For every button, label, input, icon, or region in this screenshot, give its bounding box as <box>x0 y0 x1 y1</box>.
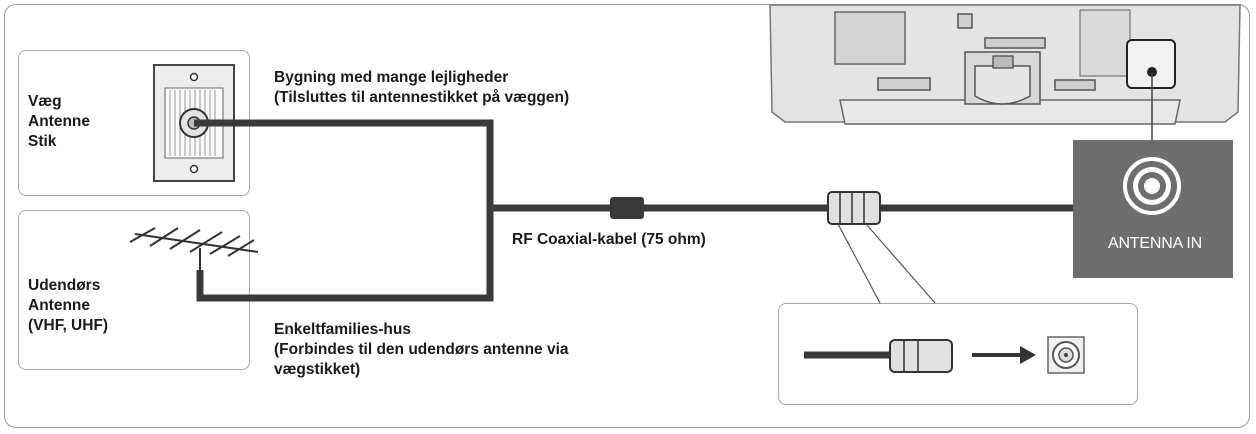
tv-back-icon <box>769 4 1241 125</box>
label-line: Enkeltfamilies-hus <box>274 321 411 338</box>
arrow-right-icon <box>972 346 1036 364</box>
label-line: Væg <box>28 93 62 110</box>
ferrite-core-icon <box>610 197 644 219</box>
label-line: (Forbindes til den udendørs antenne via <box>274 341 569 358</box>
house-label: Enkeltfamilies-hus (Forbindes til den ud… <box>274 320 569 380</box>
apartment-label: Bygning med mange lejligheder (Tilslutte… <box>274 68 569 108</box>
connector-closeup-icon <box>889 339 953 373</box>
antenna-jack-icon <box>1047 336 1085 374</box>
label-line: (Tilsluttes til antennestikket på væggen… <box>274 89 570 106</box>
wall-antenna-label: Væg Antenne Stik <box>28 92 90 152</box>
label-line: Antenne <box>28 113 90 130</box>
coax-cable <box>194 119 1073 302</box>
label-line: Stik <box>28 133 57 150</box>
outdoor-antenna-box <box>18 210 250 370</box>
antenna-in-label: ANTENNA IN <box>1107 235 1203 252</box>
label-line: vægstikket) <box>274 361 361 378</box>
antenna-in-panel <box>1073 140 1233 278</box>
label-line: Antenne <box>28 297 90 314</box>
f-connector-icon <box>827 191 881 225</box>
outdoor-antenna-icon <box>129 227 259 285</box>
label-line: Udendørs <box>28 277 101 294</box>
cable-label: RF Coaxial-kabel (75 ohm) <box>512 231 706 248</box>
outdoor-antenna-label: Udendørs Antenne (VHF, UHF) <box>28 276 108 336</box>
antenna-in-port-icon <box>1123 157 1181 215</box>
label-line: (VHF, UHF) <box>28 317 109 334</box>
label-line: Bygning med mange lejligheder <box>274 69 509 86</box>
